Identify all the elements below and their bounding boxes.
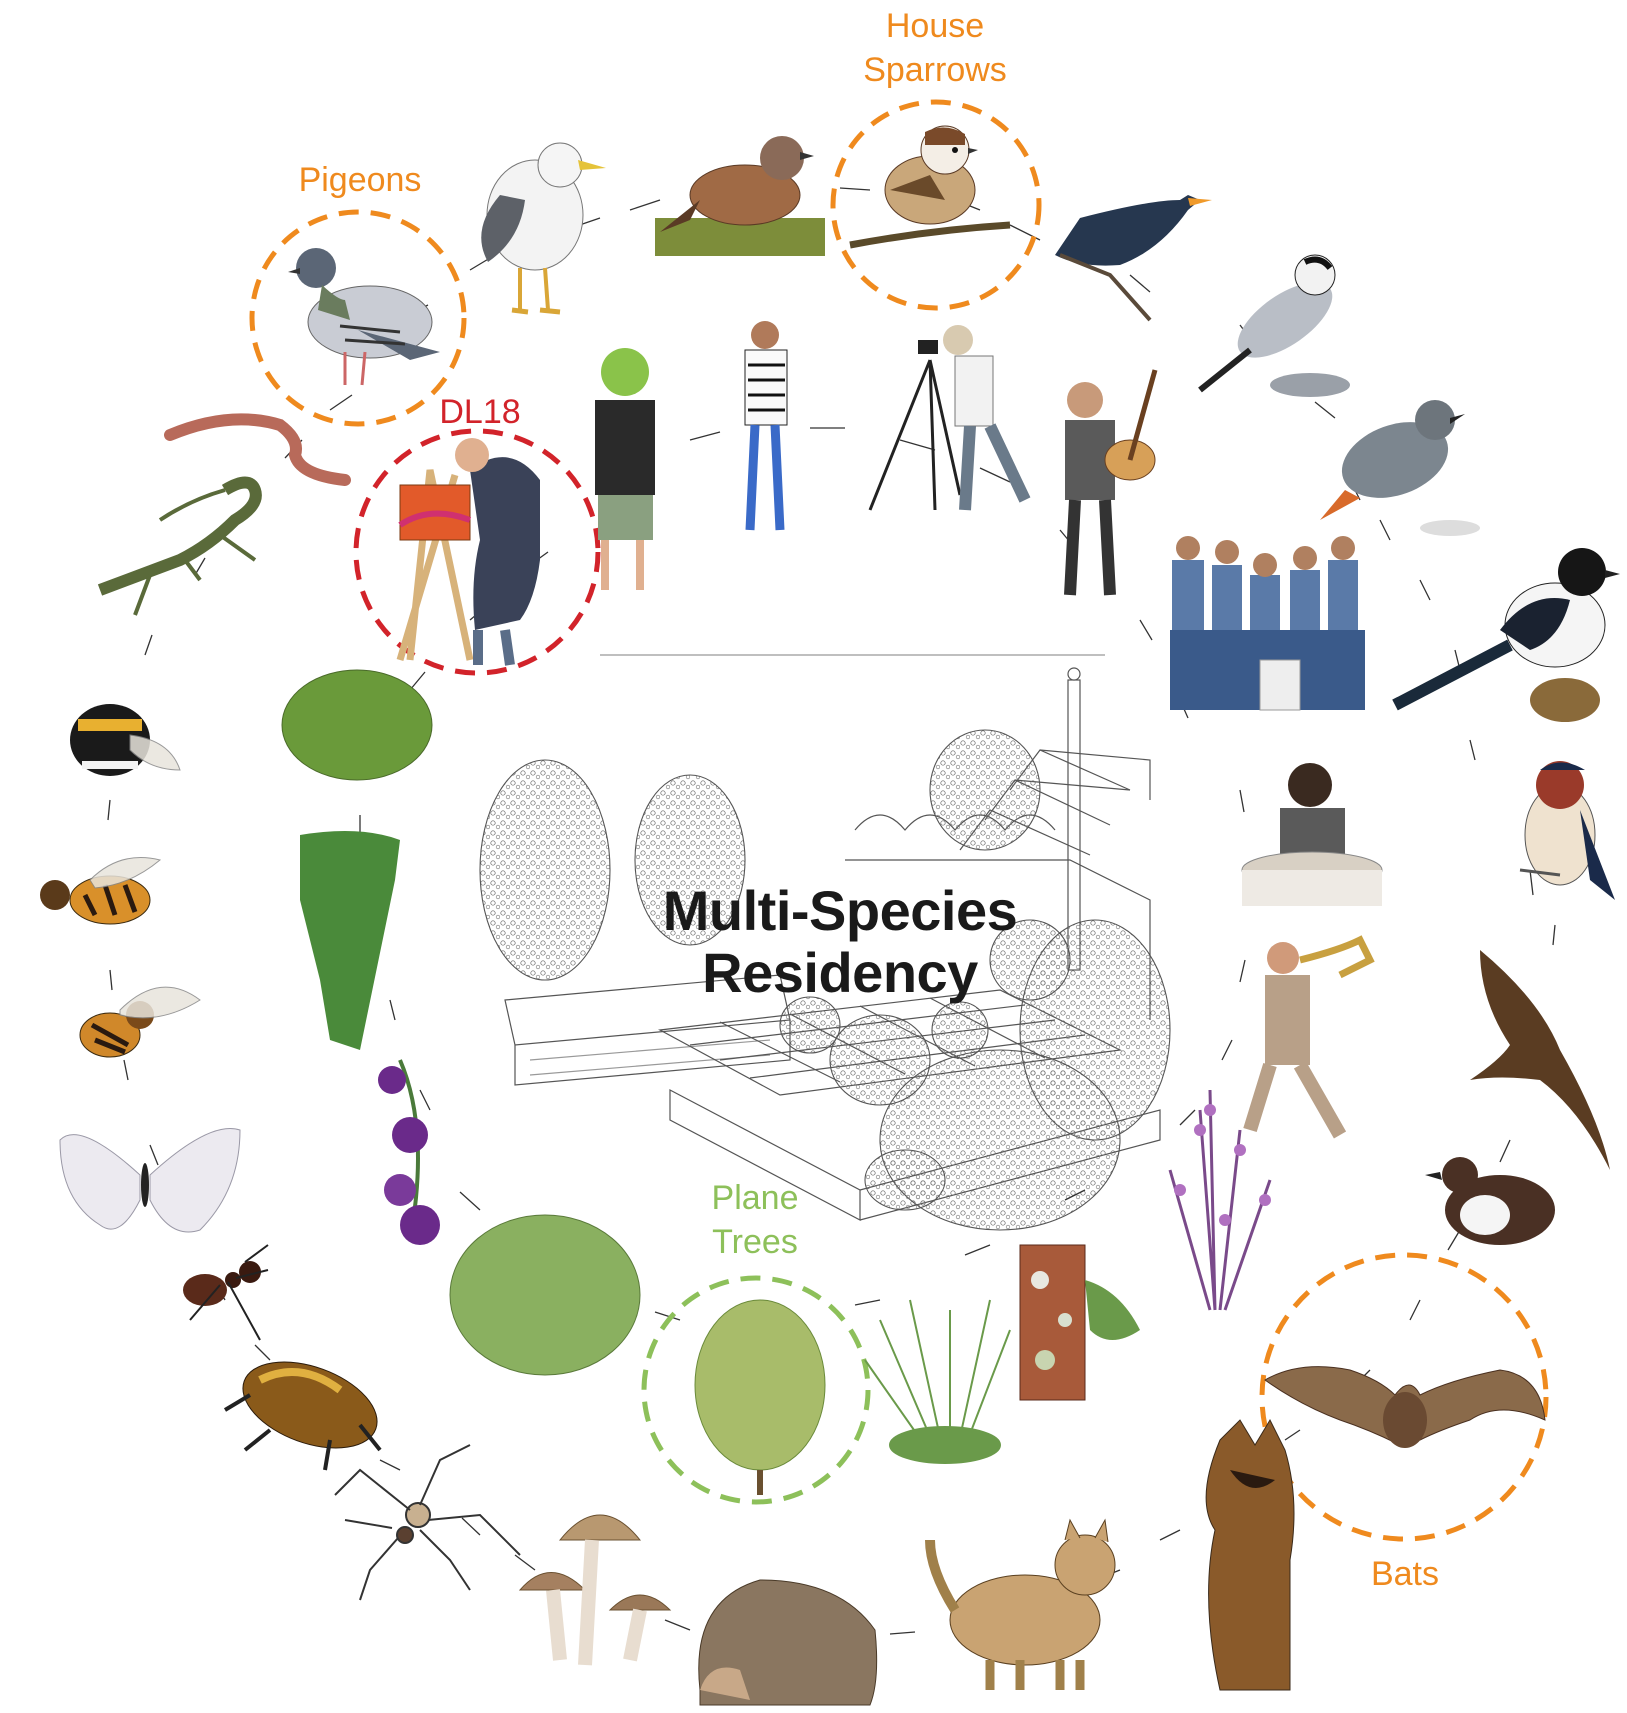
person-icon	[595, 348, 655, 590]
painter-icon	[400, 438, 540, 665]
flower-icon	[378, 1060, 440, 1245]
pigeon-icon	[288, 248, 440, 385]
hornet-icon	[80, 987, 200, 1057]
pigeons-label: Pigeons	[260, 158, 460, 202]
bats-label: Bats	[1340, 1552, 1470, 1596]
model-icon	[745, 321, 787, 530]
sparrow-icon	[655, 136, 825, 256]
house-sparrows-label: House Sparrows	[830, 4, 1040, 92]
bat-icon	[1265, 1367, 1545, 1448]
honeybee-icon	[40, 858, 160, 925]
plane-trees-label: Plane Trees	[660, 1176, 850, 1264]
title-line-2: Residency	[560, 942, 1120, 1004]
spider-icon	[335, 1445, 520, 1600]
wagtail-icon	[1200, 255, 1350, 397]
highlight-circles	[252, 102, 1546, 1539]
band-icon	[1170, 536, 1365, 710]
mushroom-icon	[520, 1515, 670, 1665]
ant-icon	[183, 1245, 268, 1340]
title-line-1: Multi-Species	[560, 880, 1120, 942]
moss-icon	[282, 670, 432, 780]
swift-icon	[1470, 950, 1610, 1170]
hedgehog-icon	[699, 1580, 877, 1705]
lichen-icon	[1020, 1245, 1140, 1400]
magpie-icon	[1395, 548, 1620, 722]
swallow-icon	[1520, 761, 1615, 900]
butterfly-icon	[60, 1128, 240, 1232]
cat-icon	[930, 1520, 1115, 1690]
lizard-icon	[100, 483, 256, 616]
earthworm-icon	[170, 419, 345, 480]
photographer-icon	[870, 325, 1025, 510]
dog-icon	[1206, 1420, 1294, 1690]
dipper-icon	[1425, 1157, 1555, 1245]
grass-icon	[865, 1300, 1010, 1463]
shrub-icon	[450, 1215, 640, 1375]
blackbird-icon	[1055, 195, 1212, 320]
gull-icon	[481, 143, 606, 312]
redstart-icon	[1320, 400, 1480, 536]
beetle-icon	[225, 1345, 389, 1470]
bumblebee-icon	[70, 704, 180, 776]
diagram-title: Multi-Species Residency	[560, 880, 1120, 1004]
potter-icon	[1242, 763, 1382, 906]
dl18-label: DL18	[410, 390, 550, 434]
house-sparrow-icon	[850, 126, 1010, 245]
plane-tree-icon	[695, 1300, 825, 1495]
guitarist-icon	[1065, 370, 1155, 595]
ivy-icon	[300, 831, 400, 1050]
saxophonist-icon	[1250, 940, 1370, 1135]
